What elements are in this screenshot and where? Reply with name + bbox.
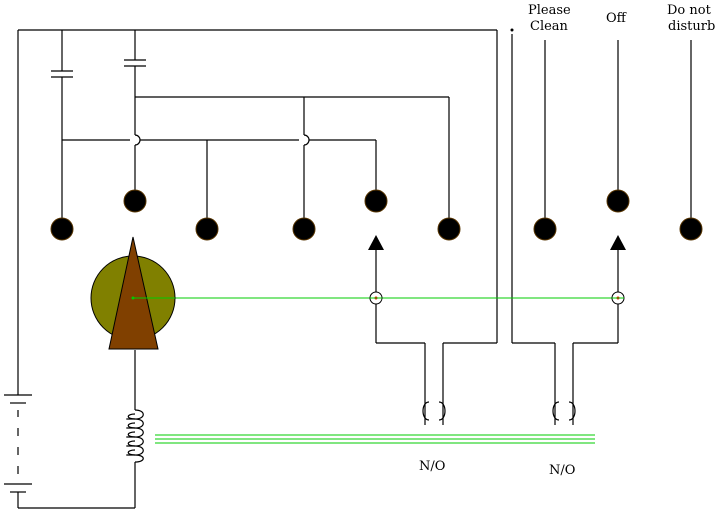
label-do-not-2: disturb: [668, 19, 715, 34]
contact-stud: [195, 217, 219, 241]
label-off: Off: [606, 11, 628, 26]
rotor-pointer: [108, 236, 159, 350]
wiper-arrow-icon: [610, 235, 626, 250]
contact-stud: [50, 217, 74, 241]
contact-studs: [50, 189, 703, 241]
contact-stud: [437, 217, 461, 241]
label-do-not-1: Do not: [667, 3, 712, 18]
contact-stud: [533, 217, 557, 241]
contact-stud: [292, 217, 316, 241]
contact-stud: [606, 189, 630, 213]
mechanical-link: [133, 297, 618, 444]
coil-icon: [126, 409, 144, 463]
contact-stud: [364, 189, 388, 213]
battery-icon: [4, 394, 32, 493]
no-contact-icon: [422, 401, 446, 421]
label-please-clean-1: Please: [528, 3, 571, 18]
label-no-contact-2: N/O: [549, 463, 575, 478]
contact-stud: [679, 217, 703, 241]
label-please-clean-2: Clean: [530, 19, 569, 34]
no-contact-icon: [552, 401, 576, 421]
contact-stud: [123, 189, 147, 213]
capacitor-icon: [51, 70, 73, 78]
wiper-arrow-icon: [368, 235, 384, 250]
label-no-contact-1: N/O: [419, 459, 445, 474]
rotor: [90, 236, 176, 350]
capacitor-icon: [124, 59, 146, 67]
